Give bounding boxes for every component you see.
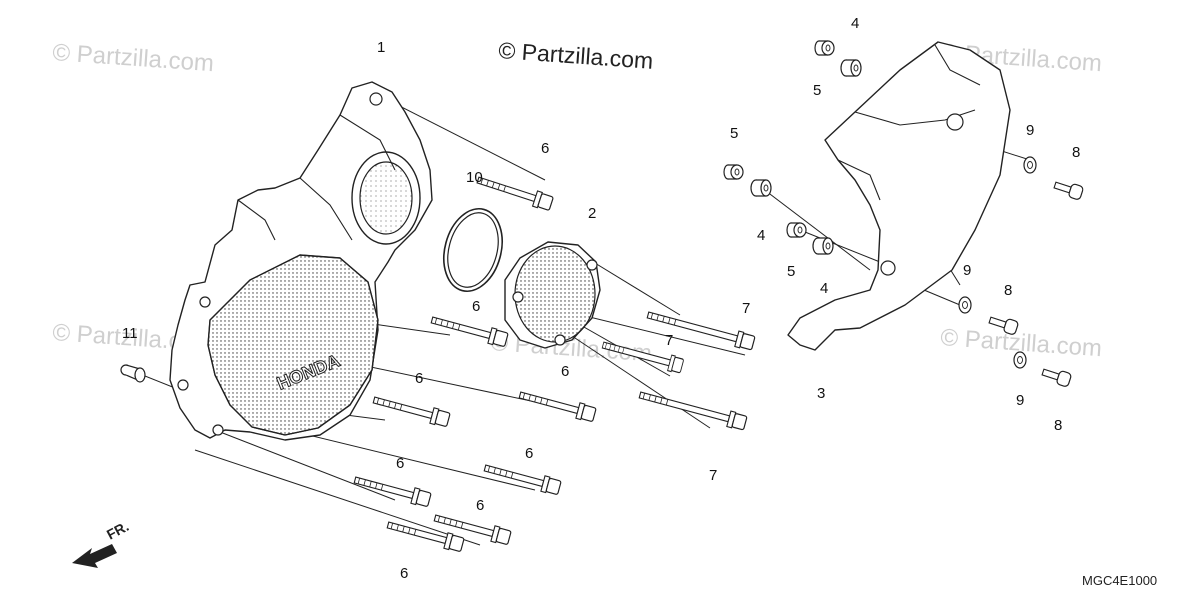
callout-5a: 5: [813, 82, 821, 99]
callout-6b: 6: [472, 298, 480, 315]
washer: [1013, 351, 1027, 369]
front-direction-arrow: FR.: [72, 518, 131, 568]
flange-bolt: [429, 311, 510, 349]
callout-4a: 4: [851, 15, 859, 32]
left-crankcase-cover: HONDA: [169, 81, 433, 441]
callout-7c: 7: [709, 467, 717, 484]
callout-6f: 6: [396, 455, 404, 472]
watermark-main: © Partzilla.com: [498, 37, 654, 74]
callout-11: 11: [122, 325, 138, 342]
sprocket-cover: [787, 41, 1011, 351]
grommet: [750, 179, 772, 197]
access-cover-cap: [504, 241, 601, 349]
grommet: [812, 237, 834, 255]
callout-6e: 6: [525, 445, 533, 462]
washer: [958, 296, 972, 314]
callout-6c: 6: [561, 363, 569, 380]
collar: [814, 40, 835, 56]
o-ring: [443, 207, 503, 293]
callout-10: 10: [466, 169, 483, 186]
washer: [1023, 156, 1037, 174]
long-flange-bolt: [637, 386, 748, 432]
watermark-top-left: © Partzilla.com: [52, 39, 215, 77]
callout-9a: 9: [1026, 122, 1034, 139]
collar: [723, 164, 744, 180]
callout-9c: 9: [1016, 392, 1024, 409]
callout-5c: 5: [787, 263, 795, 280]
flange-bolt: [517, 386, 598, 424]
collar: [786, 222, 807, 238]
callout-7a: 7: [742, 300, 750, 317]
callout-6a: 6: [541, 140, 549, 157]
screw: [1052, 177, 1085, 201]
callout-2: 2: [588, 205, 596, 222]
dowel-pin: [120, 364, 146, 383]
callout-8a: 8: [1072, 144, 1080, 161]
callout-4c: 4: [820, 280, 828, 297]
front-direction-label: FR.: [104, 518, 131, 543]
callout-4b: 4: [757, 227, 765, 244]
callout-9b: 9: [963, 262, 971, 279]
flange-bolt: [352, 471, 433, 509]
callout-6h: 6: [400, 565, 408, 582]
callout-7b: 7: [665, 332, 673, 349]
flange-bolt: [482, 459, 563, 497]
callout-6g: 6: [476, 497, 484, 514]
callout-6d: 6: [415, 370, 423, 387]
callout-1: 1: [377, 39, 385, 56]
callout-8c: 8: [1054, 417, 1062, 434]
callout-5b: 5: [730, 125, 738, 142]
callout-3: 3: [817, 385, 825, 402]
flange-bolt: [371, 391, 452, 429]
diagram-code: MGC4E1000: [1082, 573, 1157, 588]
callout-8b: 8: [1004, 282, 1012, 299]
screw: [1040, 364, 1073, 388]
grommet: [840, 59, 862, 77]
